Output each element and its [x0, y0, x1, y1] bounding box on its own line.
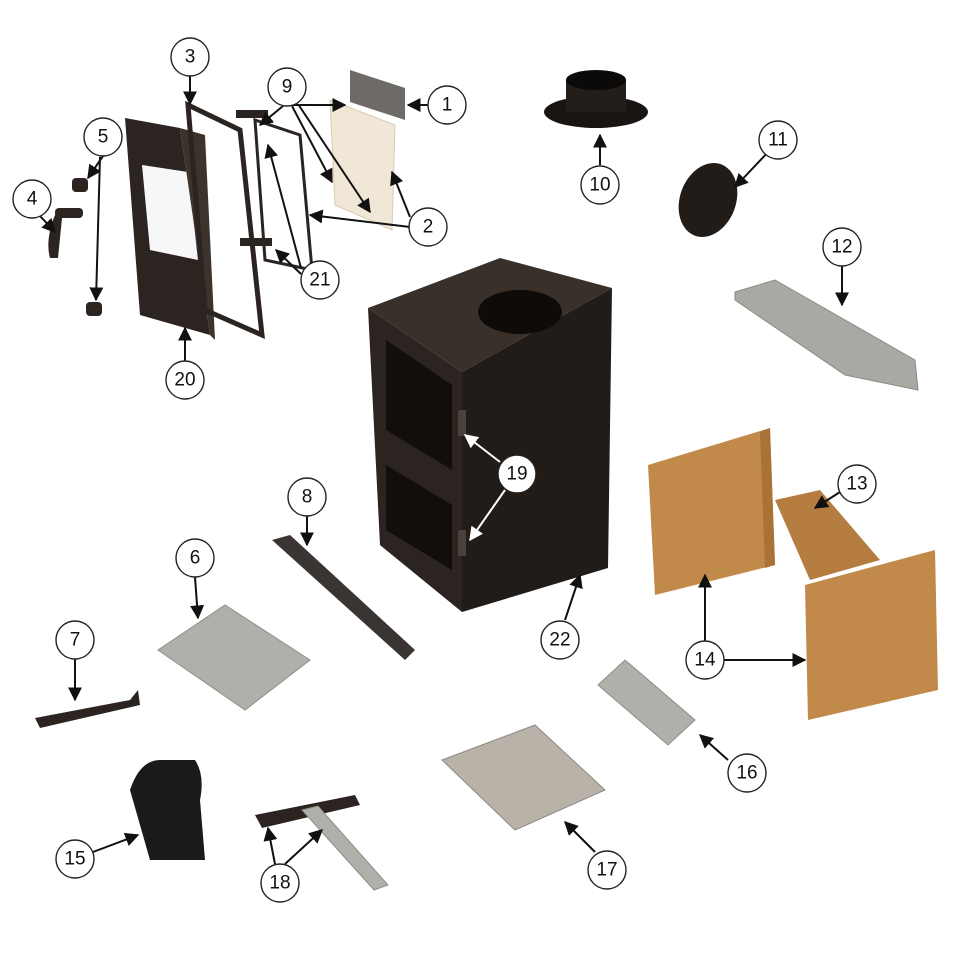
flue-opening: [478, 290, 562, 334]
baffle-plate: [734, 279, 919, 391]
svg-text:22: 22: [549, 630, 570, 651]
grate: [441, 724, 606, 831]
callout-22: 22: [540, 620, 580, 660]
door-handle: [48, 215, 62, 258]
callout-21: 21: [300, 260, 340, 300]
airwash-plate: [350, 70, 405, 120]
hinge-upper: [458, 410, 466, 436]
callout-10: 10: [580, 165, 620, 205]
grate-bracket: [597, 659, 696, 746]
callout-20: 20: [165, 360, 205, 400]
svg-text:10: 10: [589, 175, 610, 196]
flue-collar: [544, 70, 648, 128]
callout-13: 13: [837, 464, 877, 504]
ash-pan-tool: [35, 690, 140, 728]
riddling-bar: [272, 535, 415, 660]
svg-text:11: 11: [768, 130, 788, 151]
operating-tool-blade: [301, 805, 389, 891]
callout-11: 11: [758, 120, 798, 160]
callout-17: 17: [587, 850, 627, 890]
knob-lower: [86, 302, 102, 316]
svg-text:9: 9: [282, 77, 293, 98]
callout-18: 18: [260, 863, 300, 903]
svg-text:16: 16: [736, 763, 757, 784]
callout-14: 14: [685, 640, 725, 680]
callout-5: 5: [83, 117, 123, 157]
svg-text:21: 21: [309, 270, 330, 291]
svg-text:7: 7: [70, 630, 81, 651]
hinge-lower: [458, 530, 466, 556]
side-brick: [775, 490, 880, 580]
svg-text:20: 20: [174, 370, 195, 391]
svg-text:4: 4: [27, 189, 38, 210]
door-gasket: [185, 100, 265, 340]
glove: [130, 760, 205, 860]
callout-7: 7: [55, 620, 95, 660]
callout-16: 16: [727, 753, 767, 793]
callout-1: 1: [427, 85, 467, 125]
callout-12: 12: [822, 227, 862, 267]
glass-gasket: [253, 117, 314, 272]
callout-3: 3: [170, 37, 210, 77]
callout-2: 2: [408, 207, 448, 247]
side-brick-front: [805, 550, 938, 720]
callout-6: 6: [175, 538, 215, 578]
back-brick: [648, 428, 775, 595]
svg-text:13: 13: [846, 474, 867, 495]
callout-9: 9: [267, 67, 307, 107]
svg-text:14: 14: [694, 650, 716, 671]
door-glass: [329, 99, 396, 231]
leader-arrows: [39, 76, 849, 865]
callout-8: 8: [287, 477, 327, 517]
svg-text:19: 19: [506, 464, 527, 485]
callout-19: 19: [497, 454, 537, 494]
blanking-plate: [678, 163, 738, 237]
svg-text:17: 17: [596, 860, 617, 881]
glass-clip-top: [236, 110, 268, 118]
svg-text:8: 8: [302, 487, 313, 508]
svg-text:12: 12: [831, 237, 852, 258]
glass-clip-bottom: [240, 238, 272, 246]
stove-body: [368, 258, 612, 612]
svg-text:2: 2: [423, 217, 434, 238]
svg-text:15: 15: [64, 849, 85, 870]
callout-15: 15: [55, 839, 95, 879]
svg-text:18: 18: [269, 873, 290, 894]
svg-text:1: 1: [442, 95, 453, 116]
knob-upper: [72, 178, 88, 192]
svg-text:6: 6: [190, 548, 201, 569]
callout-4: 4: [12, 179, 52, 219]
svg-text:5: 5: [98, 127, 109, 148]
svg-text:3: 3: [185, 47, 196, 68]
door-frame: [125, 118, 215, 340]
ash-pan: [157, 604, 311, 711]
